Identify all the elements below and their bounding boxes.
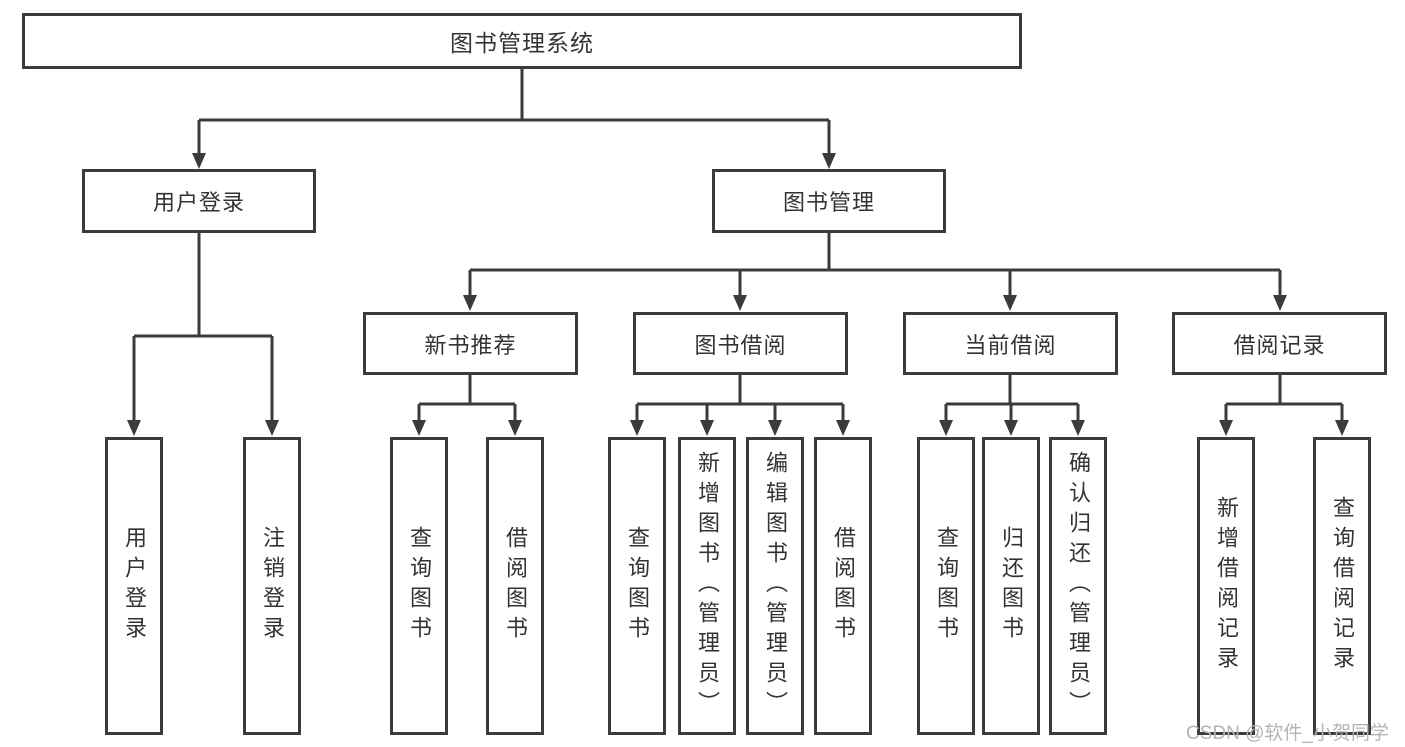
leaf-user-login: 用户登录 (105, 437, 163, 735)
connector-borrowing-to-leaves (630, 375, 850, 436)
leaf-add-books-admin: 新增图书（管理员） (678, 437, 736, 735)
node-book-management: 图书管理 (712, 169, 946, 233)
connector-userlogin-to-leaves (127, 233, 279, 436)
leaf-query-books-current: 查询图书 (917, 437, 975, 735)
csdn-watermark: CSDN @软件_小贺同学 (1186, 723, 1389, 744)
leaf-return-books: 归还图书 (982, 437, 1040, 735)
node-borrowing-records: 借阅记录 (1172, 312, 1387, 375)
connector-records-to-leaves (1219, 375, 1349, 436)
node-current-borrowing-label: 当前借阅 (964, 332, 1057, 358)
leaf-edit-books-admin: 编辑图书（管理员） (746, 437, 804, 735)
node-new-book-recommendation: 新书推荐 (363, 312, 578, 375)
node-book-borrowing: 图书借阅 (633, 312, 848, 375)
connector-recommend-to-leaves (412, 375, 522, 436)
leaf-borrow-books-borrow: 借阅图书 (814, 437, 872, 735)
node-user-login: 用户登录 (82, 169, 316, 233)
node-borrowing-records-label: 借阅记录 (1233, 332, 1326, 358)
connector-bookmgmt-to-level3 (463, 233, 1287, 311)
node-new-book-recommendation-label: 新书推荐 (424, 332, 517, 358)
leaf-query-books-borrow: 查询图书 (608, 437, 666, 735)
leaf-add-borrow-record: 新增借阅记录 (1197, 437, 1255, 735)
node-root: 图书管理系统 (22, 13, 1022, 69)
leaf-confirm-return-admin: 确认归还（管理员） (1049, 437, 1107, 735)
leaf-query-books-recommend: 查询图书 (390, 437, 448, 735)
node-root-label: 图书管理系统 (450, 30, 594, 56)
leaf-borrow-books-recommend: 借阅图书 (486, 437, 544, 735)
node-book-borrowing-label: 图书借阅 (694, 332, 787, 358)
leaf-query-borrow-record: 查询借阅记录 (1313, 437, 1371, 735)
node-book-management-label: 图书管理 (782, 190, 875, 215)
connector-current-to-leaves (939, 375, 1085, 436)
leaf-logout: 注销登录 (243, 437, 301, 735)
node-user-login-label: 用户登录 (152, 190, 245, 215)
connector-root-to-level2 (192, 69, 836, 169)
node-current-borrowing: 当前借阅 (903, 312, 1118, 375)
